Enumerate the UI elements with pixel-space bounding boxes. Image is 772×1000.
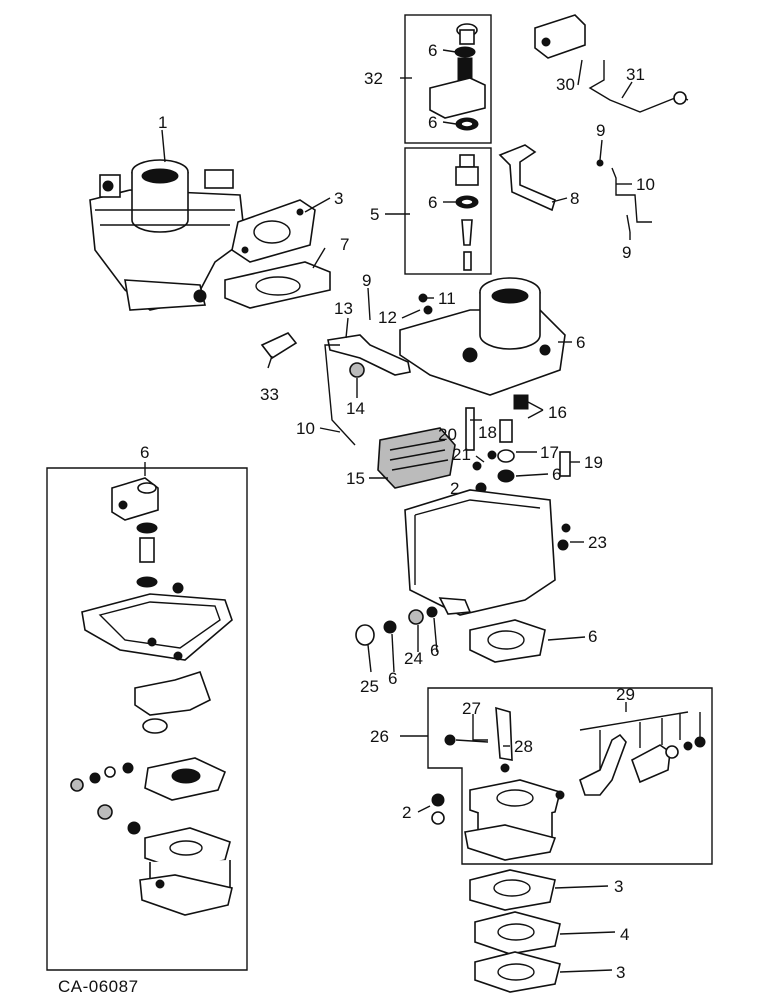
drain-plugs-parts-24-25 <box>355 606 438 646</box>
label-2a: 2 <box>450 479 459 498</box>
gasket-part-3-lower-a <box>469 869 556 911</box>
gasket-part-3-upper <box>231 199 316 263</box>
carburetor-assembly-part <box>89 159 246 311</box>
needle-valve-part-5 <box>455 154 479 271</box>
label-30: 30 <box>556 75 575 94</box>
label-8: 8 <box>570 189 579 208</box>
label-16: 16 <box>548 403 567 422</box>
nuts-part-2 <box>431 793 445 825</box>
label-9a: 9 <box>596 121 605 140</box>
kit-box-32 <box>404 14 492 144</box>
label-13: 13 <box>334 299 353 318</box>
linkage-part-13 <box>324 334 411 446</box>
label-5: 5 <box>370 205 379 224</box>
rod-part-10-upper <box>596 159 652 233</box>
label-23: 23 <box>588 533 607 552</box>
float-part-15 <box>377 427 456 489</box>
label-6f: 6 <box>588 627 597 646</box>
label-20: 20 <box>438 425 457 444</box>
fitting-assembly-part-32 <box>429 23 486 131</box>
label-6b: 6 <box>428 113 437 132</box>
block-part-30 <box>534 14 586 59</box>
label-10a: 10 <box>636 175 655 194</box>
label-4: 4 <box>620 925 629 944</box>
spacer-part-4 <box>474 911 561 955</box>
label-18: 18 <box>478 423 497 442</box>
label-31: 31 <box>626 65 645 84</box>
label-6d: 6 <box>576 333 585 352</box>
label-33: 33 <box>260 385 279 404</box>
label-11: 11 <box>438 289 456 308</box>
label-2b: 2 <box>402 803 411 822</box>
screws-parts-16-21 <box>465 394 571 494</box>
label-29: 29 <box>616 685 635 704</box>
float-bowl-body <box>404 489 571 616</box>
bracket-part-31 <box>588 60 689 113</box>
label-24: 24 <box>404 649 423 668</box>
air-horn-part-6 <box>399 277 566 396</box>
label-26: 26 <box>370 727 389 746</box>
lever-part-8 <box>498 144 556 212</box>
screw-part-14 <box>349 362 365 378</box>
label-10b: 10 <box>296 419 315 438</box>
label-3b: 3 <box>614 877 623 896</box>
label-1: 1 <box>158 113 167 132</box>
label-6g: 6 <box>388 669 397 688</box>
label-17: 17 <box>540 443 559 462</box>
label-3c: 3 <box>616 963 625 982</box>
gasket-part-6-lower <box>469 619 546 663</box>
label-6i: 6 <box>140 443 149 462</box>
label-15: 15 <box>346 469 365 488</box>
drawing-reference-number: CA-06087 <box>58 977 139 996</box>
label-12: 12 <box>378 308 397 327</box>
label-3a: 3 <box>334 189 343 208</box>
kit-6-contents <box>70 477 233 916</box>
label-9b: 9 <box>622 243 631 262</box>
label-27: 27 <box>462 699 481 718</box>
label-19: 19 <box>584 453 603 472</box>
label-28: 28 <box>514 737 533 756</box>
label-9c: 9 <box>362 271 371 290</box>
kit-box-5 <box>404 147 492 275</box>
label-6c: 6 <box>428 193 437 212</box>
kit-26-contents <box>444 706 706 861</box>
label-6h: 6 <box>430 641 439 660</box>
gasket-part-3-lower-b <box>474 951 561 993</box>
plate-part-7 <box>224 261 331 309</box>
label-6a: 6 <box>428 41 437 60</box>
label-7: 7 <box>340 235 349 254</box>
label-32: 32 <box>364 69 383 88</box>
label-25: 25 <box>360 677 379 696</box>
label-21: 21 <box>452 445 471 464</box>
kit-box-26 <box>427 687 713 865</box>
label-14: 14 <box>346 399 365 418</box>
leader-lines <box>144 49 701 973</box>
label-6e: 6 <box>552 465 561 484</box>
kit-box-6 <box>46 467 248 971</box>
clip-part-33 <box>260 332 298 360</box>
